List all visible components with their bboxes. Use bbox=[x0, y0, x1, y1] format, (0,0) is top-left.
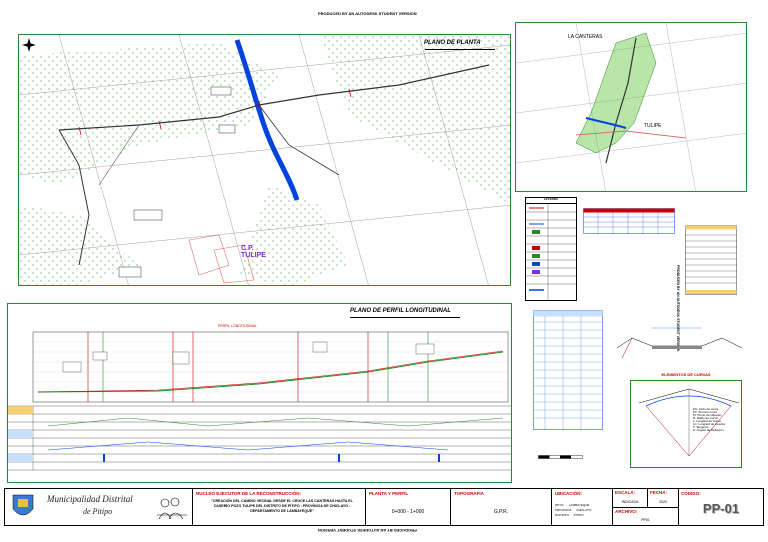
profile-title-underline bbox=[350, 317, 460, 318]
curve-diagram bbox=[638, 388, 740, 457]
plan-title-underline bbox=[425, 49, 495, 50]
plano-value: 0+000 - 1+000 bbox=[391, 509, 425, 515]
topografia-label: TOPOGRAFÍA bbox=[454, 491, 484, 496]
escala-value: INDICADA bbox=[621, 500, 639, 504]
project-cell: NUCLEO EJECUTOR DE LA RECONSTRUCCIÓN: "C… bbox=[193, 489, 366, 525]
title-block: Municipalidad Distrital de Pitipo NUCLEO… bbox=[4, 488, 764, 526]
north-arrow-icon bbox=[22, 38, 36, 52]
engraving-illustration-icon bbox=[155, 493, 189, 521]
location-map-panel: LA CANTERAS TULIPE bbox=[515, 22, 747, 192]
plan-title: PLANO DE PLANTA bbox=[424, 40, 481, 46]
watermark-top: PRODUCED BY AN AUTODESK STUDENT VERSION bbox=[318, 11, 417, 16]
fecha-value: 2020 bbox=[659, 500, 667, 504]
curves-title: ELEMENTOS DE CURVAS bbox=[661, 372, 711, 377]
curve-item: L: Longitud de Curva bbox=[693, 419, 721, 423]
coordinates-table bbox=[533, 310, 603, 430]
plan-drawing bbox=[19, 35, 510, 285]
scale-bar bbox=[538, 454, 583, 460]
place-label-tulipe: C.P. TULIPE bbox=[241, 245, 266, 259]
legend-box: LEYENDA bbox=[525, 197, 577, 301]
ubicacion-key: PROVINCIA bbox=[555, 508, 572, 512]
municipality-district: de Pitipo bbox=[83, 507, 113, 516]
profile-panel: PLANO DE PERFIL LONGITUDINAL PERFIL LONG… bbox=[7, 303, 512, 483]
legend-symbols bbox=[526, 204, 576, 300]
codigo-cell: CÓDIGO: PP-01 bbox=[679, 489, 763, 525]
codigo-value: PP-01 bbox=[702, 501, 740, 516]
ubicacion-value: LAMBAYEQUE bbox=[568, 503, 590, 507]
watermark-bottom: PRODUCED BY AN AUTODESK STUDENT VERSION bbox=[318, 528, 417, 533]
curves-list: PC: Inicio de curva PT: Termino curva PI… bbox=[693, 408, 725, 432]
curve-item: PT: Termino curva bbox=[693, 410, 717, 414]
curves-panel: PC: Inicio de curva PT: Termino curva PI… bbox=[630, 380, 742, 468]
curve-item: PC: Inicio de curva bbox=[693, 407, 719, 411]
ubicacion-rows: DPTO. LAMBAYEQUE PROVINCIA CHICLAYO DIST… bbox=[555, 503, 591, 518]
ubicacion-row: DPTO. LAMBAYEQUE bbox=[555, 503, 591, 508]
plano-cell: PLANTA Y PERFIL 0+000 - 1+000 bbox=[366, 489, 451, 525]
ubicacion-cell: UBICACIÓN: DPTO. LAMBAYEQUE PROVINCIA CH… bbox=[552, 489, 613, 525]
curve-data-table bbox=[583, 208, 675, 234]
curve-item: Δ: Angulo de Deflexión bbox=[693, 428, 724, 432]
codigo-label: CÓDIGO: bbox=[681, 491, 701, 496]
topografia-cell: TOPOGRAFÍA G.P.R. bbox=[451, 489, 552, 525]
curve-item: R: Radio de Curva bbox=[693, 416, 718, 420]
drainage-table bbox=[685, 225, 737, 295]
municipality-name: Municipalidad Distrital bbox=[47, 494, 133, 504]
fecha-cell: FECHA: 2020 bbox=[648, 489, 679, 508]
ubicacion-row: DISTRITO PITIPO bbox=[555, 513, 591, 518]
profile-title: PLANO DE PERFIL LONGITUDINAL bbox=[350, 308, 451, 314]
location-label-canteras: LA CANTERAS bbox=[568, 34, 603, 40]
plano-label: PLANTA Y PERFIL bbox=[369, 491, 409, 496]
curve-item: LC: Longitud de Cuerda bbox=[693, 422, 725, 426]
archivo-value: PP01 bbox=[641, 518, 650, 522]
municipality-seal-icon bbox=[9, 493, 37, 521]
ubicacion-key: DISTRITO bbox=[555, 513, 569, 517]
ubicacion-value: CHICLAYO bbox=[576, 508, 592, 512]
typical-section-drawing bbox=[612, 318, 747, 370]
fecha-label: FECHA: bbox=[650, 490, 667, 495]
ubicacion-key: DPTO. bbox=[555, 503, 565, 507]
escala-label: ESCALA: bbox=[615, 490, 635, 495]
curve-item: T: Tangente bbox=[693, 425, 709, 429]
ubicacion-row: PROVINCIA CHICLAYO bbox=[555, 508, 591, 513]
profile-subtitle: PERFIL LONGITUDINAL bbox=[218, 324, 257, 328]
project-description: "CREACIÓN DEL CAMINO VECINAL DESDE EL CR… bbox=[211, 499, 353, 513]
ubicacion-value: PITIPO bbox=[573, 513, 584, 517]
project-header: NUCLEO EJECUTOR DE LA RECONSTRUCCIÓN: bbox=[196, 491, 302, 496]
topografia-value: G.P.R. bbox=[493, 509, 509, 515]
plan-view-panel: PLANO DE PLANTA C.P. TULIPE bbox=[18, 34, 511, 286]
archivo-label: ARCHIVO: bbox=[615, 509, 638, 514]
location-map-drawing bbox=[516, 23, 746, 191]
municipality-cell: Municipalidad Distrital de Pitipo bbox=[5, 489, 193, 525]
legend-title: LEYENDA bbox=[526, 198, 576, 204]
curve-item: PI: Punto de inflexión bbox=[693, 413, 722, 417]
archivo-cell: ARCHIVO: PP01 bbox=[613, 508, 679, 525]
escala-cell: ESCALA: INDICADA bbox=[613, 489, 648, 508]
location-label-tulipe: TULIPE bbox=[644, 123, 662, 129]
profile-drawing bbox=[8, 331, 511, 471]
ubicacion-label: UBICACIÓN: bbox=[555, 491, 582, 496]
